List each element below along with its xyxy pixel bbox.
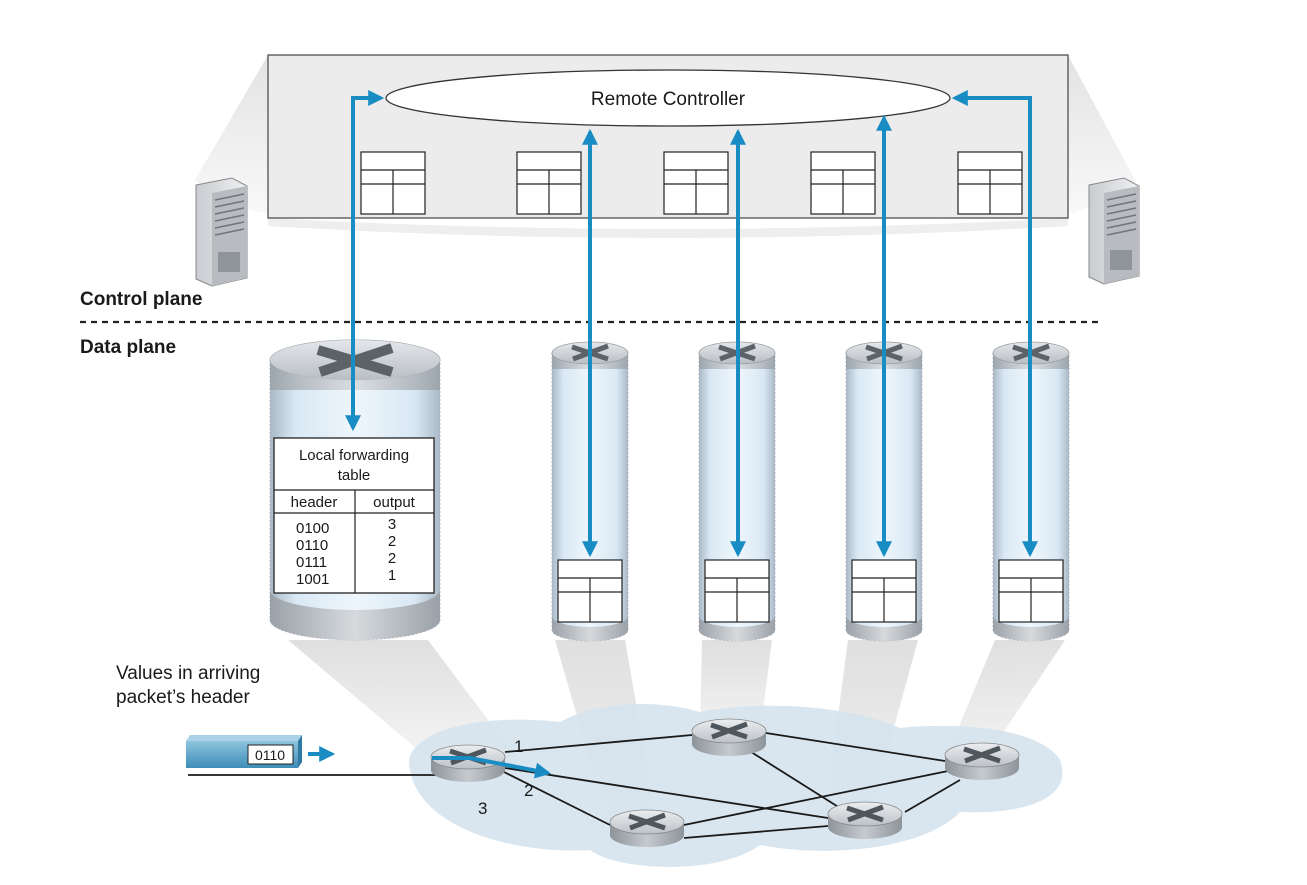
switch-flow-table [851, 559, 917, 623]
controller-table [360, 151, 426, 215]
remote-controller [385, 69, 951, 127]
controller-table [516, 151, 582, 215]
server-icon-left [195, 177, 248, 287]
switch-flow-table [704, 559, 770, 623]
table-cell: 2 [388, 550, 396, 567]
table-cell: 1 [388, 567, 396, 584]
router-icon [609, 809, 685, 847]
control-plane-label: Control plane [80, 289, 202, 310]
switch-flow-table [998, 559, 1064, 623]
table-cell: 0111 [296, 554, 327, 571]
table-cell: 1001 [296, 571, 329, 588]
table-cell: 0110 [296, 537, 328, 554]
controller-table [957, 151, 1023, 215]
arriving-packet: 0110 [186, 735, 302, 768]
switch-cylinders-small [551, 341, 1070, 642]
packet-header-value: 0110 [255, 747, 285, 763]
table-cell: 3 [388, 516, 396, 533]
table-cell: 0100 [296, 520, 329, 537]
local-forwarding-table: Local forwarding table header output 010… [273, 437, 435, 594]
packet-caption: Values in arriving [116, 663, 260, 684]
port-label-2: 2 [524, 781, 533, 800]
controller-table [663, 151, 729, 215]
control-arrows [345, 90, 1038, 558]
router-icon [691, 718, 767, 756]
packet-path-arrow [432, 756, 552, 779]
forwarding-table-title: Local forwarding [299, 447, 409, 464]
port-label-1: 1 [514, 737, 523, 756]
forwarding-table-title-2: table [338, 467, 371, 484]
controller-table [810, 151, 876, 215]
remote-controller-label: Remote Controller [591, 89, 746, 110]
switch-flow-table [557, 559, 623, 623]
routers [430, 718, 1020, 847]
network-links [188, 732, 961, 839]
router-icon [944, 742, 1020, 780]
table-cell: 2 [388, 533, 396, 550]
port-label-3: 3 [478, 799, 487, 818]
column-header-output: output [373, 494, 416, 511]
column-header-header: header [291, 494, 338, 511]
data-plane-label: Data plane [80, 337, 176, 358]
packet-caption-2: packet’s header [116, 687, 250, 708]
router-icon [827, 801, 903, 839]
control-arrow [345, 90, 385, 432]
server-icon-right [1088, 177, 1140, 285]
switch-flow-tables [557, 559, 1064, 623]
control-arrow [951, 90, 1038, 558]
